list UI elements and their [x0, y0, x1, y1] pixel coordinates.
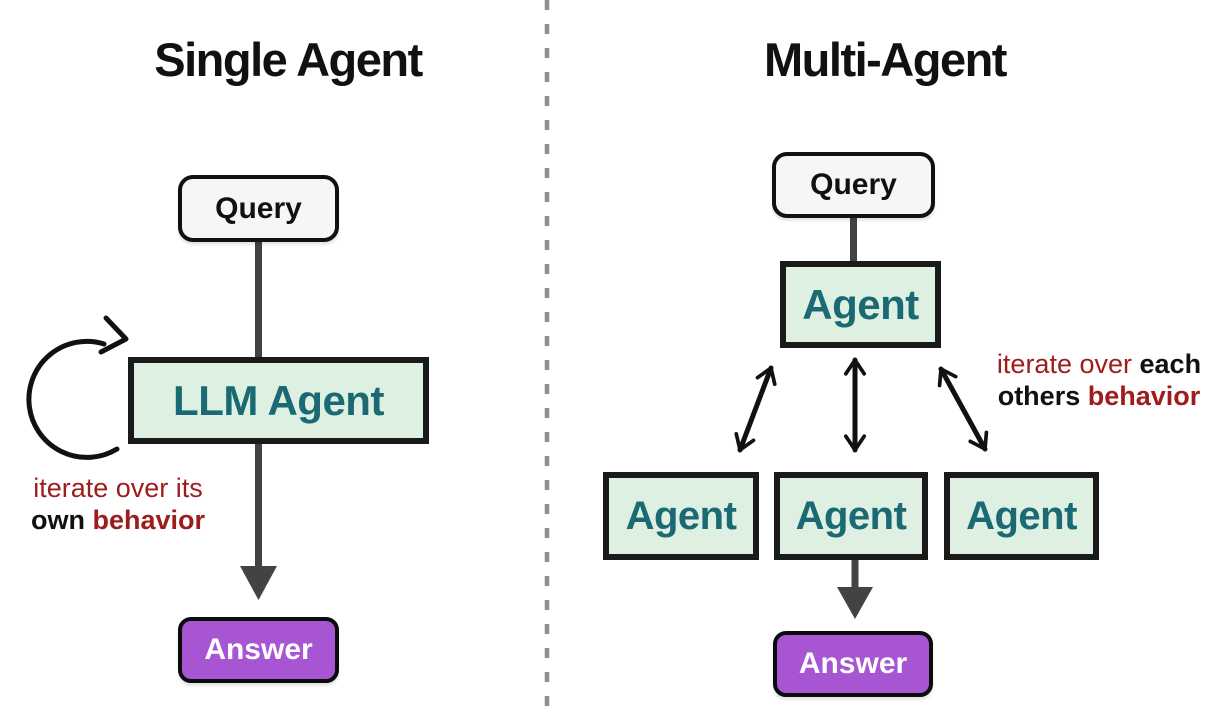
- down-arrow-icon: [240, 566, 277, 600]
- query-box-single: Query: [178, 175, 339, 242]
- worker-agent-label: Agent: [625, 493, 737, 538]
- answer-box-multi: Answer: [773, 631, 933, 697]
- query-label: Query: [810, 168, 897, 201]
- note-text-red: iterate over: [996, 349, 1132, 379]
- note-text-bold-red: behavior: [1087, 381, 1201, 411]
- worker-agent-label: Agent: [966, 493, 1077, 538]
- self-loop-arrow-icon: [26, 315, 129, 460]
- note-text-bold-black: others: [997, 381, 1081, 411]
- note-text-bold-black: own: [30, 505, 85, 535]
- llm-agent-label: LLM Agent: [173, 376, 384, 424]
- worker-agent-label: Agent: [795, 493, 907, 538]
- coordinator-agent-label: Agent: [802, 280, 919, 328]
- worker-agent-box-2: Agent: [774, 472, 928, 560]
- worker-agent-box-1: Agent: [603, 472, 759, 560]
- note-text-bold-red: behavior: [92, 505, 206, 535]
- multi-agent-title: Multi-Agent: [764, 33, 1007, 86]
- coordinator-agent-box: Agent: [780, 261, 941, 348]
- answer-label: Answer: [798, 647, 908, 680]
- worker-agent-box-3: Agent: [944, 472, 1099, 560]
- answer-box-single: Answer: [178, 617, 339, 683]
- single-agent-note: iterate over its own behavior: [12, 472, 224, 536]
- double-arrow-icon-left: [734, 365, 777, 453]
- llm-agent-box: LLM Agent: [128, 357, 429, 444]
- note-text-bold-black: each: [1139, 349, 1202, 379]
- note-line-2: others behavior: [992, 380, 1206, 412]
- note-line-1: iterate over each: [992, 348, 1206, 380]
- single-agent-title: Single Agent: [154, 33, 423, 86]
- answer-label: Answer: [204, 633, 313, 666]
- note-line-2: own behavior: [12, 504, 224, 536]
- double-arrow-icon-right: [937, 366, 989, 452]
- query-box-multi: Query: [772, 152, 935, 218]
- down-arrow-icon: [837, 587, 873, 619]
- note-text-red: iterate over its: [33, 473, 203, 503]
- multi-agent-note: iterate over each others behavior: [992, 348, 1206, 412]
- note-line-1: iterate over its: [12, 472, 224, 504]
- query-label: Query: [215, 191, 302, 225]
